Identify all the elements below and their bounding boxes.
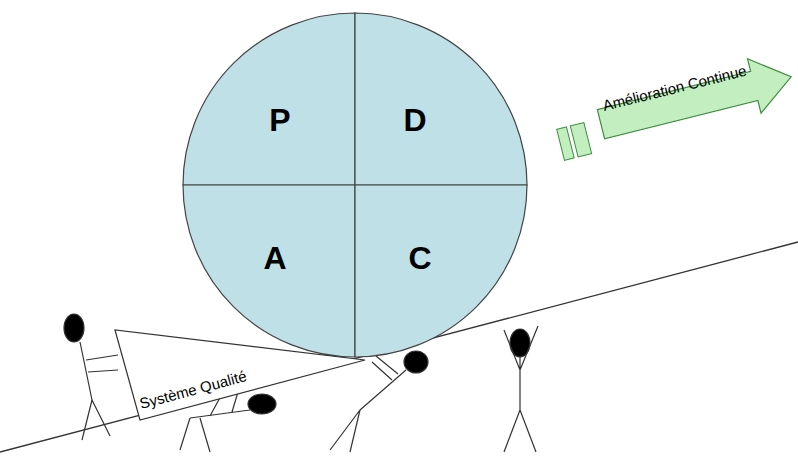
act-quadrant: A	[183, 185, 355, 357]
figure-body	[504, 326, 538, 452]
improvement-arrow: Amélioration Continue	[594, 49, 798, 152]
node-outline	[183, 185, 355, 357]
node-outline	[183, 13, 355, 185]
node-outline	[115, 330, 365, 420]
figure-body	[80, 342, 118, 440]
figure-head	[64, 314, 84, 342]
node-label: P	[269, 102, 290, 139]
node-outline	[355, 13, 527, 185]
node-label: A	[263, 240, 286, 277]
do-quadrant: D	[355, 13, 527, 185]
node-shape	[183, 13, 355, 185]
node-label: C	[408, 240, 431, 277]
motion-bar	[570, 123, 591, 157]
figure-head	[404, 351, 428, 373]
node-shape	[355, 13, 527, 185]
check-quadrant: C	[355, 185, 527, 357]
quality-system-wedge: Système Qualité	[112, 325, 368, 425]
node-outline	[594, 50, 798, 152]
figure-head	[248, 394, 276, 414]
node-outline	[355, 185, 527, 357]
plan-quadrant: P	[183, 13, 355, 185]
node-shape	[355, 185, 527, 357]
node-label: D	[403, 102, 426, 139]
motion-bars	[557, 123, 592, 161]
figure-body	[330, 356, 406, 452]
